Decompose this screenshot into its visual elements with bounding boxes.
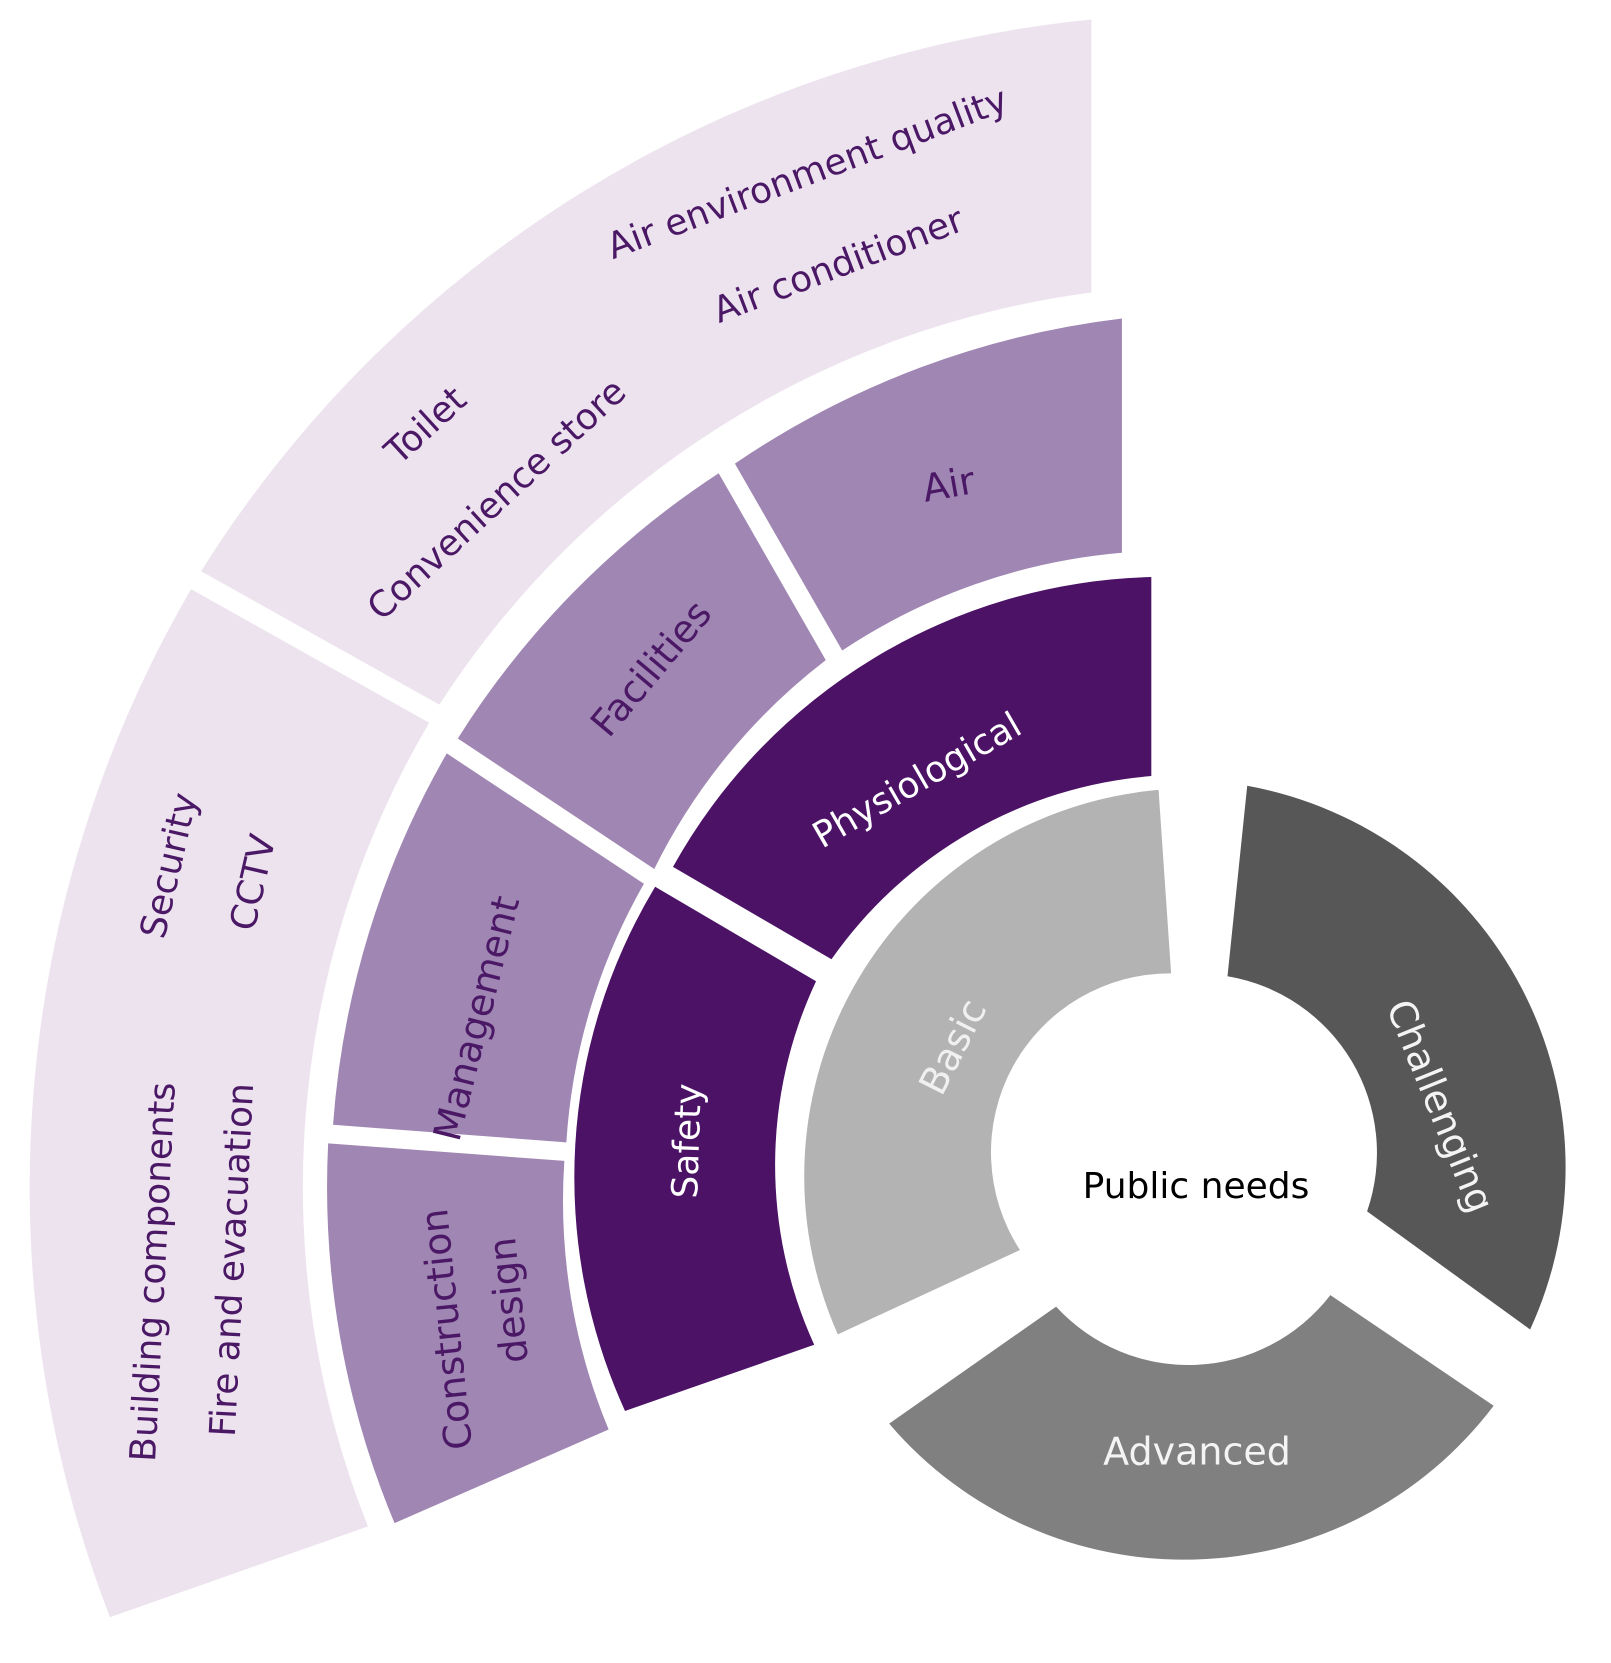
middle-segment-air (734, 318, 1122, 651)
middle-segment-facilities (457, 473, 826, 869)
center-label-public-needs: Public needs (1083, 1166, 1310, 1207)
level-advanced: Advanced (1103, 1430, 1291, 1474)
inner-segment-safety (574, 886, 817, 1411)
middle-segment-management (333, 753, 644, 1143)
core-segment-basic (804, 789, 1172, 1335)
core-segment-challenging (1227, 785, 1566, 1330)
core-segment-advanced (889, 1295, 1494, 1560)
outer-segment-air-facilities (201, 19, 1092, 705)
category-safety: Safety (665, 1083, 710, 1200)
inner-segment-physiological (672, 577, 1152, 960)
subcategory-air: Air (919, 458, 978, 510)
middle-segment-construction (327, 1143, 609, 1524)
outer-segment-management-construction (29, 589, 430, 1618)
